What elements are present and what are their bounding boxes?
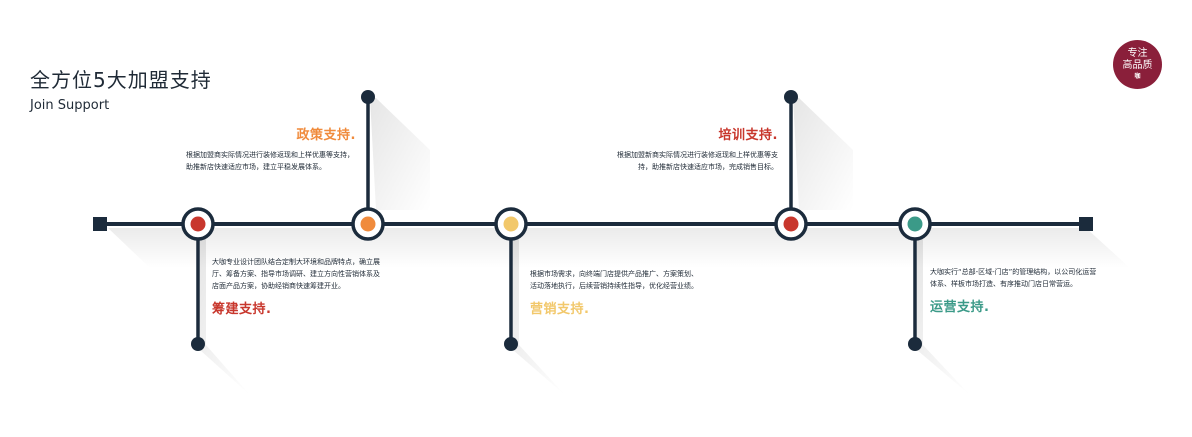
- operation-support-desc: 大咖实行“总部-区域-门店”的管理结构，以公司化运营体系、样板市场打造、有序推动…: [930, 268, 1097, 288]
- page-subtitle: Join Support: [30, 98, 110, 113]
- stem-dot-build: [191, 337, 205, 351]
- node-marketing: [494, 207, 528, 241]
- training-support-title: 培训支持.: [718, 128, 778, 143]
- policy-support-title: 政策支持.: [296, 128, 356, 143]
- node-marketing-dot: [503, 216, 519, 232]
- node-build: [181, 207, 215, 241]
- marketing-support-desc: 根据市场需求，向终端门店提供产品推广、方案策划、活动落地执行，后续营销持续性指导…: [530, 270, 698, 290]
- policy-support-card: 政策支持. 根据加盟商实际情况进行装修返现和上样优惠等支持，助推新店快速适应市场…: [186, 124, 356, 173]
- training-support-card: 培训支持. 根据加盟新商实际情况进行装修返现和上样优惠等支持，助推新店快速适应市…: [608, 124, 778, 173]
- training-support-desc: 根据加盟新商实际情况进行装修返现和上样优惠等支持，助推新店快速适应市场，完成销售…: [617, 151, 778, 171]
- brand-badge: 专注 高品质 咖: [1113, 40, 1162, 89]
- node-training-dot: [783, 216, 799, 232]
- down-stem-shadow-1: [200, 238, 250, 395]
- node-policy-dot: [360, 216, 376, 232]
- operation-support-card: 大咖实行“总部-区域-门店”的管理结构，以公司化运营体系、样板市场打造、有序推动…: [930, 266, 1102, 315]
- badge-line-3: 咖: [1134, 73, 1141, 80]
- stem-dot-operation: [908, 337, 922, 351]
- node-operation: [898, 207, 932, 241]
- up-stem-shadow-1: [370, 98, 430, 210]
- timeline-end-square: [1079, 217, 1093, 231]
- timeline-start-square: [93, 217, 107, 231]
- node-operation-dot: [907, 216, 923, 232]
- badge-line-1: 专注: [1127, 48, 1148, 59]
- node-policy: [351, 207, 385, 241]
- stems: [191, 90, 922, 351]
- up-stem-shadow-2: [793, 98, 853, 210]
- timeline-nodes: [181, 207, 932, 241]
- badge-line-2: 高品质: [1122, 60, 1153, 71]
- node-build-dot: [190, 216, 206, 232]
- operation-support-title: 运营支持.: [930, 300, 990, 315]
- build-support-title: 筹建支持.: [212, 302, 272, 317]
- stem-dot-training: [784, 90, 798, 104]
- page-title: 全方位5大加盟支持: [30, 68, 212, 92]
- policy-support-desc: 根据加盟商实际情况进行装修返现和上样优惠等支持，助推新店快速适应市场，建立平稳发…: [186, 151, 354, 171]
- down-stem-shadow-3: [917, 238, 970, 395]
- marketing-support-title: 营销支持.: [530, 302, 590, 317]
- stem-dot-policy: [361, 90, 375, 104]
- node-training: [774, 207, 808, 241]
- stem-dot-marketing: [504, 337, 518, 351]
- down-stem-shadow-2: [513, 238, 565, 395]
- marketing-support-card: 根据市场需求，向终端门店提供产品推广、方案策划、活动落地执行，后续营销持续性指导…: [530, 268, 702, 317]
- build-support-card: 大咖专业设计团队结合定制大环境和品牌特点，确立展厅、筹备方案、指导市场调研、建立…: [212, 256, 382, 317]
- build-support-desc: 大咖专业设计团队结合定制大环境和品牌特点，确立展厅、筹备方案、指导市场调研、建立…: [212, 258, 380, 290]
